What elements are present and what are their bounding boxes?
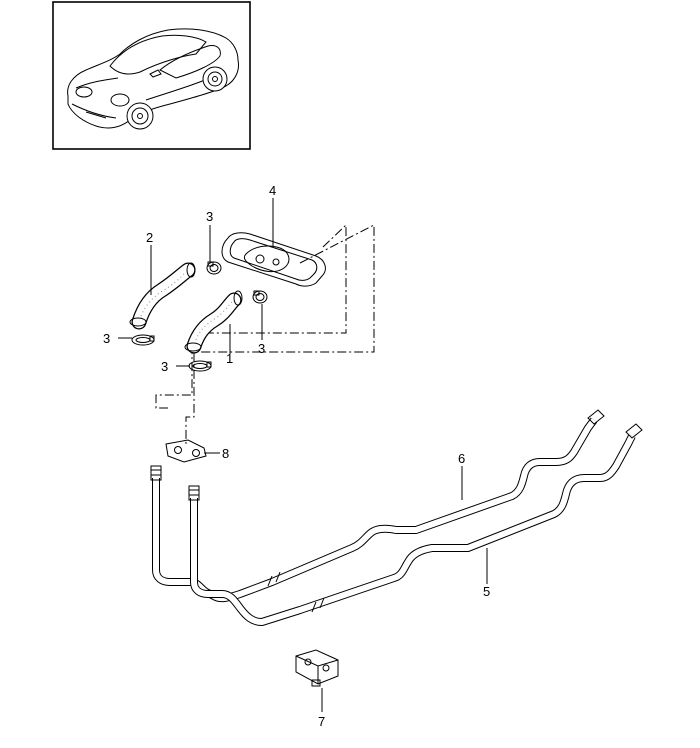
reference-dash-lines: [155, 223, 375, 444]
clamp-upper: [206, 261, 222, 275]
part-8-connector-plate: [165, 439, 207, 463]
vehicle-thumbnail: [52, 1, 251, 150]
car-illustration: [67, 28, 239, 130]
clamp-right: [252, 290, 268, 304]
callout-labels: 1 2 3 3 3 3 4 5 6 7 8: [103, 183, 490, 729]
leader-lines: [118, 198, 488, 712]
callout-3-left: 3: [103, 331, 110, 346]
callout-1: 1: [226, 351, 233, 366]
part-1-hose: [184, 290, 243, 354]
part-5-pipe: [188, 423, 643, 626]
callout-6: 6: [458, 451, 465, 466]
callout-3-upper: 3: [206, 209, 213, 224]
part-6-pipe: [150, 409, 605, 603]
clamp-left: [131, 334, 155, 346]
callout-3-lower: 3: [161, 359, 168, 374]
callout-5: 5: [483, 584, 490, 599]
callout-4: 4: [269, 183, 276, 198]
part-3-clamps: [131, 261, 268, 372]
part-4-bracket: [221, 232, 326, 287]
part-7-pipe-clip: [295, 649, 339, 687]
callout-3-right: 3: [258, 341, 265, 356]
callout-7: 7: [318, 714, 325, 729]
part-2-hose: [129, 262, 196, 330]
callout-2: 2: [146, 230, 153, 245]
callout-8: 8: [222, 446, 229, 461]
